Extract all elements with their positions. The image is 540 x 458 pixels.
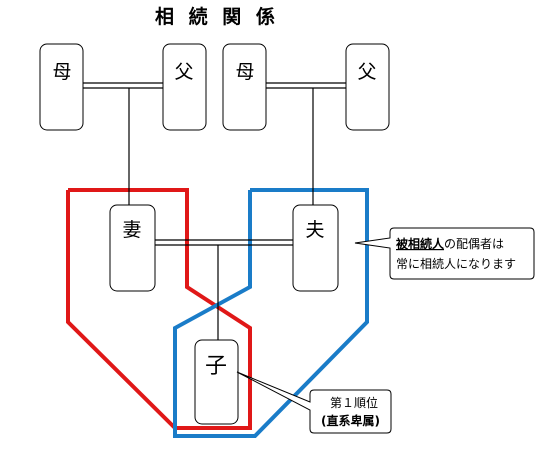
- husband-box: [292, 204, 339, 292]
- husband-heir-boundary: [173, 188, 369, 438]
- diagram-title: 相 続 関 係: [155, 6, 279, 28]
- mother-left-label: 母: [52, 61, 71, 83]
- spouse-callout-bubble: [354, 227, 535, 280]
- child-callout-bubble: [236, 371, 392, 434]
- husband-label: 夫: [305, 219, 324, 241]
- spouse-callout-bold: 被相続人: [396, 236, 445, 251]
- father-right-box: [345, 43, 390, 131]
- father-left-label: 父: [174, 61, 193, 83]
- father-left-box: [162, 43, 207, 131]
- spouse-callout-rest: の配偶者は: [444, 237, 504, 251]
- child-box: [194, 339, 239, 425]
- child-callout-line1: 第１順位: [330, 395, 378, 410]
- mother-right-label: 母: [235, 61, 254, 83]
- wife-label: 妻: [122, 219, 141, 241]
- wife-box: [109, 204, 156, 292]
- mother-right-box: [222, 43, 267, 131]
- father-right-label: 父: [357, 61, 376, 83]
- child-label: 子: [205, 354, 227, 379]
- spouse-callout-line1: 被相続人の配偶者は: [396, 236, 504, 251]
- mother-left-box: [39, 43, 84, 131]
- spouse-callout-line2: 常に相続人になります: [396, 257, 516, 271]
- child-callout-line2: (直系卑属): [321, 413, 380, 428]
